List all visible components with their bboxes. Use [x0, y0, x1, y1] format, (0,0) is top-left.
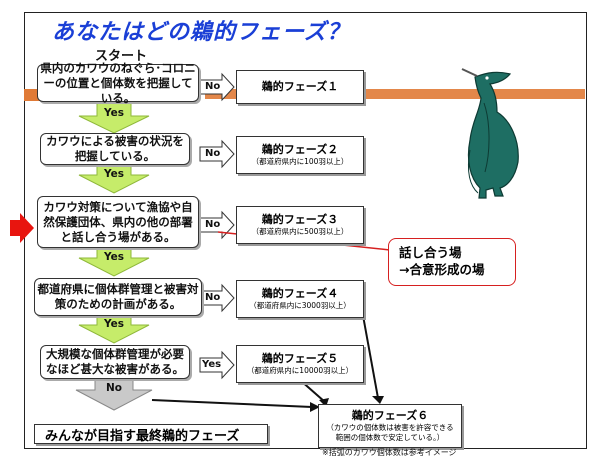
phase-3-sub: （都道府県内に500羽以上）: [251, 227, 349, 236]
no-arrow-1: [199, 72, 235, 102]
phase-4-name: 鵜的フェーズ４: [261, 287, 339, 300]
no-arrow-3: [199, 210, 235, 240]
no-arrow-4: [199, 283, 235, 313]
yes-label-5: Yes: [202, 359, 222, 370]
yes-arrow-2: [78, 163, 150, 194]
question-5: 大規模な個体群管理が必要なほど甚大な被害がある。: [40, 345, 190, 379]
arrow-phase5-to-6: [299, 379, 326, 403]
yes-arrow-1: [78, 102, 150, 134]
phase-2-name: 鵜的フェーズ２: [261, 143, 339, 156]
question-2: カワウによる被害の状況を把握している。: [40, 133, 190, 165]
arrow-phase4-to-6: [361, 309, 379, 399]
question-2-text: カワウによる被害の状況を把握している。: [46, 134, 184, 163]
red-pointer-arrow: [10, 213, 34, 243]
arrow-no-to-6: [151, 399, 313, 408]
phase-3: 鵜的フェーズ３ （都道府県内に500羽以上）: [236, 206, 364, 244]
no-label-bottom: No: [105, 382, 122, 394]
phase-2: 鵜的フェーズ２ （都道府県内に100羽以上）: [236, 136, 364, 174]
page-title: あなたはどの鵜的フェーズ？: [52, 20, 350, 45]
no-arrow-gray: [75, 377, 153, 411]
yes-label-2: Yes: [103, 168, 124, 180]
orange-bar-right: [205, 89, 585, 99]
phase-6: 鵜的フェーズ６ （カワウの個体数は被害を許容できる範囲の個体数で安定している。）: [318, 404, 462, 448]
no-label-4: No: [205, 292, 221, 303]
phase-5-name: 鵜的フェーズ５: [261, 352, 339, 365]
question-3: カワウ対策について漁協や自然保護団体、県内の他の部署と話し合う場がある。: [37, 196, 199, 248]
yes-label-4: Yes: [103, 318, 124, 330]
question-1-text: 県内のカワウのねぐら･コロニーの位置と個体数を把握している。: [40, 60, 196, 105]
yes-label-1: Yes: [103, 107, 124, 119]
yes-label-3: Yes: [103, 251, 124, 263]
phase-5-sub: （都道府県内に10000羽以上）: [246, 366, 354, 375]
phase-6-name: 鵜的フェーズ６: [351, 409, 429, 422]
no-arrow-2: [199, 139, 235, 169]
yes-arrow-3: [78, 246, 150, 277]
phase-5: 鵜的フェーズ５ （都道府県内に10000羽以上）: [236, 345, 364, 383]
question-4-text: 都道府県に個体群管理と被害対策のための計画がある。: [37, 282, 199, 311]
phase-2-sub: （都道府県内に100羽以上）: [251, 157, 349, 166]
phase-6-sub: （カワウの個体数は被害を許容できる範囲の個体数で安定している。）: [326, 423, 454, 442]
callout-text: 話し合う場 →合意形成の場: [399, 245, 485, 277]
callout-box: 話し合う場 →合意形成の場: [388, 238, 516, 286]
question-4: 都道府県に個体群管理と被害対策のための計画がある。: [34, 278, 202, 316]
phase-4-sub: （都道府県内に3000羽以上）: [249, 301, 351, 310]
phase-1: 鵜的フェーズ１: [236, 70, 364, 104]
cormorant-illustration: [461, 68, 519, 199]
start-label: スタート: [95, 49, 148, 64]
question-3-text: カワウ対策について漁協や自然保護団体、県内の他の部署と話し合う場がある。: [43, 199, 193, 244]
footnote: ※括弧のカワウ個体数は参考イメージ: [322, 448, 457, 457]
phase-3-name: 鵜的フェーズ３: [261, 213, 339, 226]
phase-1-name: 鵜的フェーズ１: [261, 80, 339, 93]
question-1: 県内のカワウのねぐら･コロニーの位置と個体数を把握している。: [37, 61, 199, 105]
goal-label: みんなが目指す最終鵜的フェーズ: [34, 424, 268, 444]
no-label-1: No: [205, 81, 221, 92]
no-label-3: No: [205, 219, 221, 230]
phase-4: 鵜的フェーズ４ （都道府県内に3000羽以上）: [236, 280, 364, 318]
no-label-2: No: [205, 148, 221, 159]
yes-arrow-5: [199, 350, 235, 380]
question-5-text: 大規模な個体群管理が必要なほど甚大な被害がある。: [46, 347, 184, 376]
